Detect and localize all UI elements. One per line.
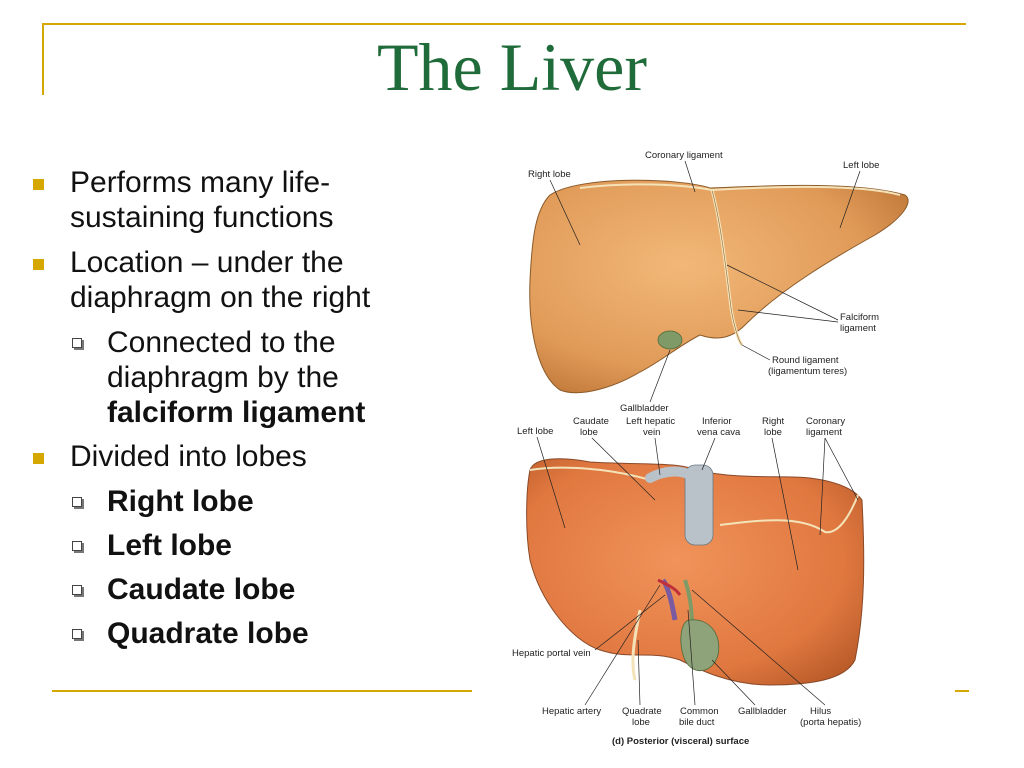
label-left-hepatic-1: Left hepatic bbox=[626, 416, 675, 427]
label-caudate-1: Caudate bbox=[573, 416, 609, 427]
sub-bullet-connected: Connected to the diaphragm by the falcif… bbox=[30, 325, 430, 430]
posterior-liver-view: Left lobe Caudate lobe Left hepatic vein… bbox=[512, 416, 865, 747]
vena-cava-shape bbox=[684, 464, 714, 546]
bullet-functions: Performs many life-sustaining functions bbox=[30, 165, 430, 235]
label-left-lobe-posterior: Left lobe bbox=[517, 426, 553, 437]
label-falciform: Falciform bbox=[840, 312, 879, 323]
gallbladder-posterior-shape bbox=[680, 619, 720, 672]
label-common-1: Common bbox=[680, 706, 719, 717]
label-right-2: lobe bbox=[764, 427, 782, 438]
square-bullet-icon bbox=[72, 541, 82, 551]
square-bullet-icon bbox=[72, 497, 82, 507]
anterior-liver-shape bbox=[529, 179, 909, 394]
label-quadrate-1: Quadrate bbox=[622, 706, 662, 717]
lobe-item: Quadrate lobe bbox=[30, 616, 430, 651]
falciform-term: falciform ligament bbox=[107, 396, 366, 429]
lobe-item: Caudate lobe bbox=[30, 572, 430, 607]
slide-title: The Liver bbox=[377, 29, 647, 105]
square-bullet-icon bbox=[72, 338, 82, 348]
posterior-liver-shape bbox=[526, 458, 865, 686]
label-round-ligament: Round ligament bbox=[772, 355, 839, 366]
square-bullet-icon bbox=[72, 629, 82, 639]
connected-text: Connected to the diaphragm by the bbox=[107, 326, 339, 394]
label-hepatic-portal-vein: Hepatic portal vein bbox=[512, 648, 591, 659]
label-right-lobe: Right lobe bbox=[528, 169, 571, 180]
label-quadrate-2: lobe bbox=[632, 717, 650, 728]
frame-top-line bbox=[42, 23, 966, 25]
liver-illustration: Coronary ligament Right lobe Left lobe F… bbox=[480, 140, 980, 760]
label-coronary-1: Coronary bbox=[806, 416, 845, 427]
label-caudate-2: lobe bbox=[580, 427, 598, 438]
label-hepatic-artery: Hepatic artery bbox=[542, 706, 601, 717]
label-hilus-1: Hilus bbox=[810, 706, 831, 717]
frame-left-line bbox=[42, 23, 44, 95]
bullet-lobes: Divided into lobes bbox=[30, 439, 430, 474]
hepatic-artery-shape bbox=[657, 578, 682, 596]
gallbladder-anterior-shape bbox=[657, 330, 683, 350]
bullet-list: Performs many life-sustaining functions … bbox=[30, 165, 430, 660]
label-inferior-1: Inferior bbox=[702, 416, 732, 427]
square-bullet-icon bbox=[72, 585, 82, 595]
label-gallbladder-anterior: Gallbladder bbox=[620, 403, 669, 414]
anterior-liver-view: Coronary ligament Right lobe Left lobe F… bbox=[528, 150, 909, 414]
label-falciform-ligament: ligament bbox=[840, 323, 876, 334]
label-common-2: bile duct bbox=[679, 717, 715, 728]
label-gallbladder-posterior: Gallbladder bbox=[738, 706, 787, 717]
label-right-1: Right bbox=[762, 416, 785, 427]
bullet-location: Location – under the diaphragm on the ri… bbox=[30, 245, 430, 315]
liver-diagram-svg: Coronary ligament Right lobe Left lobe F… bbox=[512, 150, 909, 747]
label-inferior-2: vena cava bbox=[697, 427, 741, 438]
frame-bottom-line bbox=[52, 690, 472, 692]
label-coronary-2: ligament bbox=[806, 427, 842, 438]
label-hilus-2: (porta hepatis) bbox=[800, 717, 861, 728]
frame-bottom-right-line bbox=[955, 690, 969, 692]
label-left-hepatic-2: vein bbox=[643, 427, 660, 438]
label-ligamentum-teres: (ligamentum teres) bbox=[768, 366, 847, 377]
label-posterior-caption: (d) Posterior (visceral) surface bbox=[612, 736, 749, 747]
label-left-lobe: Left lobe bbox=[843, 160, 879, 171]
coronary-ligament-shape bbox=[579, 183, 901, 196]
lobe-item: Left lobe bbox=[30, 528, 430, 563]
lobe-item: Right lobe bbox=[30, 484, 430, 519]
label-coronary-ligament: Coronary ligament bbox=[645, 150, 723, 161]
